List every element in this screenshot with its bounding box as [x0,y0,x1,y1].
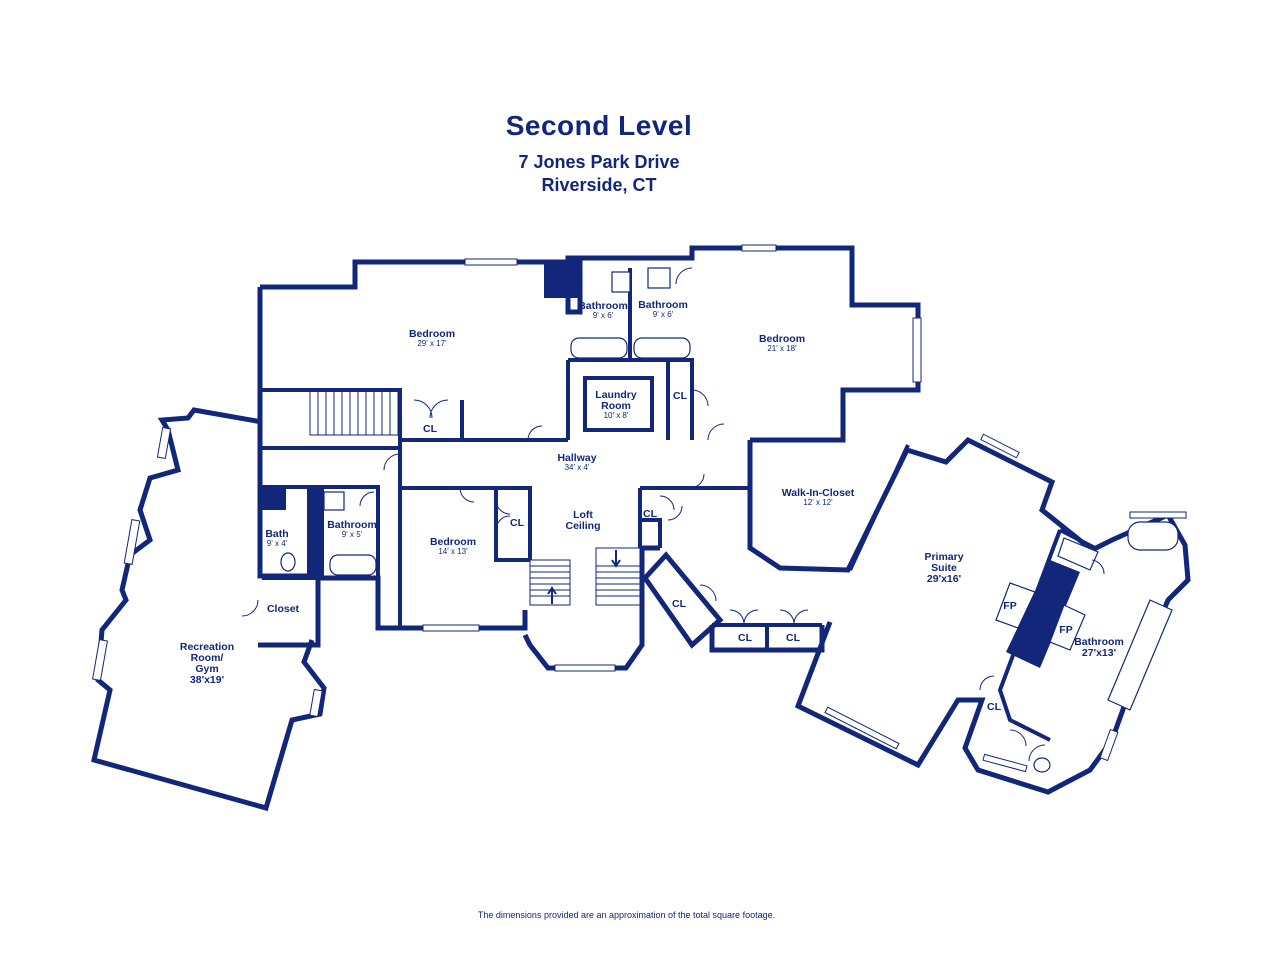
label-walkin: Walk-In-Closet [782,487,855,499]
label-cl-primary: CL [987,701,1002,713]
room-labels: Bedroom 29' x 17' Bathroom 9' x 6' Bathr… [180,299,1124,713]
label-cl-mid: CL [510,517,525,529]
label-closet: Closet [267,603,300,615]
label-cl-east2: CL [672,598,687,610]
bathtub-b [633,337,691,359]
dims-hallway: 34' x 4' [565,463,590,472]
label-recreation-2: Room/ [191,652,224,664]
dims-bedroom-mid: 14' x 13' [438,547,468,556]
toilet-small-bath [280,552,296,572]
label-primary-1: Primary [924,551,963,563]
dims-primary: 29'x16' [927,573,961,585]
stairs [309,392,641,606]
sink-a [611,271,631,293]
dims-bathroom-primary: 27'x13' [1082,647,1116,659]
label-bedroom-ne: Bedroom [759,333,805,345]
label-fp2: FP [1059,624,1072,636]
label-hallway: Hallway [557,452,596,464]
label-cl-east4: CL [786,632,801,644]
dims-laundry: 10' x 8' [604,411,629,420]
toilet-primary [1033,757,1051,773]
shower-primary [1057,537,1099,571]
dims-bedroom-nw: 29' x 17' [417,339,447,348]
label-bathroom-primary: Bathroom [1074,636,1124,648]
hearth-2 [1049,604,1086,651]
label-recreation-1: Recreation [180,641,234,653]
label-bedroom-mid: Bedroom [430,536,476,548]
label-recreation-3: Gym [195,663,218,675]
label-fp1: FP [1003,600,1016,612]
bathtub-a [570,337,628,359]
label-bathroom-a: Bathroom [578,300,628,312]
footnote: The dimensions provided are an approxima… [477,910,776,920]
bathtub-c [329,554,377,576]
label-bath-small: Bath [265,528,288,540]
dims-bath-small: 9' x 4' [267,539,288,548]
sink-b [647,267,671,289]
chimney-block-west [260,488,286,510]
dims-walkin: 12' x 12' [803,498,833,507]
door-swings [241,267,1105,762]
chimney-block [544,262,580,298]
windows [92,244,1187,773]
hearth-1 [995,582,1036,629]
dims-bathroom-b: 9' x 6' [653,310,674,319]
address-line-1: 7 Jones Park Drive [518,152,680,172]
sink-c [323,491,345,511]
label-loft-2: Ceiling [565,520,600,532]
label-cl-east3: CL [738,632,753,644]
label-bathroom-c: Bathroom [327,519,377,531]
bathtub-primary [1127,521,1179,551]
address-line-2: Riverside, CT [541,175,657,195]
dims-bathroom-a: 9' x 6' [593,311,614,320]
dims-bathroom-c: 9' x 5' [342,530,363,539]
label-laundry-2: Room [601,400,631,412]
dims-bedroom-ne: 21' x 18' [767,344,797,353]
label-cl-east1: CL [643,508,658,520]
solid-blocks [260,262,1086,668]
label-cl-laundry: CL [673,390,688,402]
label-cl-nw: CL [423,423,438,435]
vanity-primary [1107,599,1173,711]
label-primary-2: Suite [931,562,957,574]
fireplace-block [1006,560,1080,668]
label-loft-1: Loft [573,509,593,521]
label-bathroom-b: Bathroom [638,299,688,311]
fixtures [280,267,1179,773]
shaft-block [307,488,322,578]
label-bedroom-nw: Bedroom [409,328,455,340]
label-laundry-1: Laundry [595,389,637,401]
dims-recreation: 38'x19' [190,674,224,686]
plan-title: Second Level [505,110,693,141]
